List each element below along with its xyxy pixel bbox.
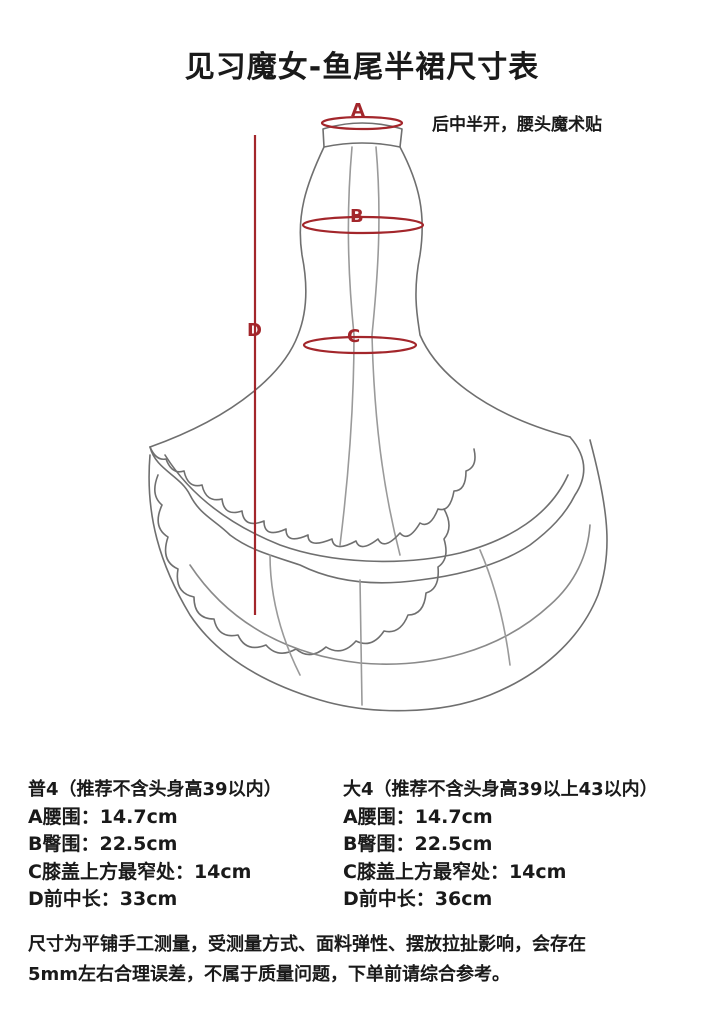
waist-measure: A腰围：14.7cm xyxy=(28,805,178,828)
upper-ruffle xyxy=(149,436,585,584)
measure-ring-c xyxy=(302,335,418,355)
disclaimer-line: 尺寸为平铺手工测量，受测量方式、面料弹性、摆放拉扯影响，会存在 xyxy=(28,934,586,955)
measure-ring-a xyxy=(320,115,404,131)
skirt-body xyxy=(149,146,571,448)
measurement-disclaimer: 尺寸为平铺手工测量，受测量方式、面料弹性、摆放拉扯影响，会存在 5mm左右合理误… xyxy=(28,930,708,990)
lower-flounce xyxy=(148,439,608,712)
size-block-regular: 普4（推荐不含头身高39以内） A腰围：14.7cm B臀围：22.5cm C膝… xyxy=(28,776,282,914)
page-title: 见习魔女-鱼尾半裙尺寸表 xyxy=(184,50,540,85)
size-block-large: 大4（推荐不含头身高39以上43以内） A腰围：14.7cm B臀围：22.5c… xyxy=(343,776,658,914)
waistband xyxy=(322,122,403,148)
label-c: C xyxy=(347,326,361,347)
closure-note: 后中半开，腰头魔术贴 xyxy=(432,115,602,135)
skirt-diagram xyxy=(148,115,608,712)
size-heading: 大4（推荐不含头身高39以上43以内） xyxy=(343,779,658,800)
label-a: A xyxy=(351,100,365,121)
length-measure: D前中长：33cm xyxy=(28,888,178,910)
size-heading: 普4（推荐不含头身高39以内） xyxy=(28,779,282,800)
length-measure: D前中长：36cm xyxy=(343,888,493,910)
knee-measure: C膝盖上方最窄处：14cm xyxy=(343,860,567,883)
waist-measure: A腰围：14.7cm xyxy=(343,805,493,828)
knee-measure: C膝盖上方最窄处：14cm xyxy=(28,860,252,883)
hip-measure: B臀围：22.5cm xyxy=(28,833,178,855)
disclaimer-line: 5mm左右合理误差，不属于质量问题，下单前请综合参考。 xyxy=(28,964,511,985)
hip-measure: B臀围：22.5cm xyxy=(343,833,493,855)
measure-ring-b xyxy=(301,215,425,235)
label-d: D xyxy=(247,320,262,341)
label-b: B xyxy=(350,206,364,227)
